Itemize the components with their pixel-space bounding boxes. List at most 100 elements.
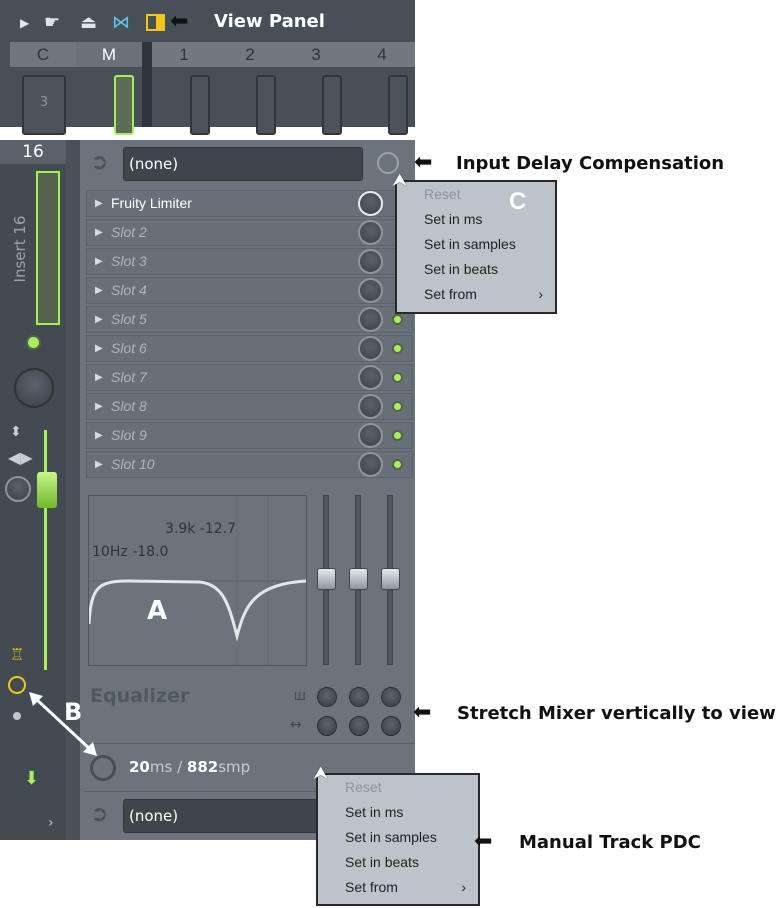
eq-graph[interactable]: 3.9k -12.7 10Hz -18.0 A [88,495,307,666]
fx-slot-label: Slot 9 [111,427,147,443]
expand-triangle-icon[interactable]: ▶ [95,343,103,354]
expand-triangle-icon[interactable]: ▶ [95,227,103,238]
expand-triangle-icon[interactable]: ▶ [95,372,103,383]
arrow-left-icon: ⬅ [170,9,189,34]
menu-item-reset[interactable]: Reset [345,779,382,795]
mix-level-knob[interactable] [358,278,383,303]
expand-triangle-icon[interactable]: ▶ [95,198,103,209]
mix-level-knob[interactable] [358,365,383,390]
dot-icon[interactable] [13,712,21,720]
route-arrow-icon[interactable]: ⬇ [24,768,40,789]
eq-knob[interactable] [317,687,337,707]
peak-meter [36,171,60,325]
eq-knob[interactable] [381,687,401,707]
slot-enable-led[interactable] [392,343,403,354]
frequency-icon: ↔ [290,717,302,733]
bowtie-icon[interactable]: ⋈ [112,12,130,33]
meter-3 [322,75,342,135]
expand-triangle-icon[interactable]: ▶ [95,256,103,267]
menu-item-set-in-beats[interactable]: Set in beats [345,854,419,870]
eq-knob[interactable] [317,716,337,736]
insert-name[interactable]: Insert 16 [11,215,29,283]
chevron-right-icon: › [461,879,466,895]
menu-item-set-from[interactable]: Set from› [318,875,478,900]
input-select[interactable]: (none) [123,147,363,181]
annotation-manual-pdc: Manual Track PDC [519,832,701,853]
chevron-right-icon[interactable]: › [48,815,54,831]
eq-knob[interactable] [349,716,369,736]
mix-level-knob[interactable] [358,191,383,216]
clock-icon[interactable] [8,676,26,694]
eq-band-label-2: 10Hz -18.0 [92,544,169,560]
expand-triangle-icon[interactable]: ▶ [95,285,103,296]
annotation-stretch: Stretch Mixer vertically to view [457,703,776,724]
volume-fader[interactable] [37,472,57,508]
mix-level-knob[interactable] [358,394,383,419]
menu-item-set-in-beats[interactable]: Set in beats [424,261,498,277]
annotation-view-panel: View Panel [214,11,325,32]
stamp-icon[interactable]: ⏏ [80,12,98,33]
expand-triangle-icon[interactable]: ▶ [95,314,103,325]
header-c[interactable]: C [10,42,76,67]
hand-icon[interactable]: ☛ [44,12,61,33]
input-delay-menu: Reset Set in ms Set in samples Set in be… [395,180,557,314]
fx-slot-label: Fruity Limiter [111,195,192,211]
expand-triangle-icon[interactable]: ▶ [95,430,103,441]
slot-enable-led[interactable] [392,401,403,412]
header-3[interactable]: 3 [311,45,321,64]
expand-triangle-icon[interactable]: ▶ [95,401,103,412]
chevron-right-icon: › [538,286,543,302]
menu-item-set-in-samples[interactable]: Set in samples [424,236,516,252]
pan-knob[interactable] [14,368,54,408]
track-pdc-clock-icon[interactable] [90,755,116,781]
view-panel-icon[interactable] [146,14,165,31]
eq-knob[interactable] [381,716,401,736]
slot-enable-led[interactable] [392,459,403,470]
menu-item-set-from[interactable]: Set from› [397,282,555,307]
expand-triangle-icon[interactable]: ▶ [95,459,103,470]
mouse-cursor-icon: ⮝ [313,763,329,784]
eq-knob[interactable] [349,687,369,707]
volume-track [44,430,47,670]
mouse-cursor-icon: ⮝ [392,170,408,191]
menu-item-set-in-samples[interactable]: Set in samples [345,829,437,845]
mix-level-knob[interactable] [358,336,383,361]
mix-level-knob[interactable] [358,249,383,274]
mix-level-knob[interactable] [358,452,383,477]
stereo-separation-icon[interactable]: ⬍ [10,424,22,440]
track-pdc-value[interactable]: 20ms / 882smp [129,758,251,776]
slot-enable-led[interactable] [392,372,403,383]
marker-b: B [64,698,83,726]
header-4[interactable]: 4 [377,45,387,64]
eq-fader-cap[interactable] [349,568,368,590]
play-triangle-icon[interactable]: ▶ [20,16,30,30]
marker-c: C [509,188,527,215]
menu-item-reset[interactable]: Reset [424,186,461,202]
fx-slot-label: Slot 7 [111,369,147,385]
slot-enable-led[interactable] [392,430,403,441]
header-2[interactable]: 2 [245,45,255,64]
menu-item-set-in-ms[interactable]: Set in ms [424,211,483,227]
menu-item-set-in-ms[interactable]: Set in ms [345,804,404,820]
lamp-icon[interactable]: ♖ [10,645,25,664]
header-1[interactable]: 1 [179,45,189,64]
mix-level-knob[interactable] [358,423,383,448]
fx-slot-label: Slot 5 [111,311,147,327]
swap-icon[interactable]: ◀▶ [8,448,33,467]
fx-slot-label: Slot 10 [111,456,155,472]
insert-number: 16 [0,140,66,164]
header-m[interactable]: M [76,42,142,67]
arrow-left-icon: ⬅ [414,150,433,175]
mix-level-knob[interactable] [358,220,383,245]
stereo-knob[interactable] [5,476,31,502]
eq-fader-cap[interactable] [317,568,336,590]
input-delay-clock-icon[interactable] [377,152,399,174]
mix-level-knob[interactable] [358,307,383,332]
meter-2 [256,75,276,135]
eq-title: Equalizer [90,685,190,707]
slot-enable-led[interactable] [392,314,403,325]
mute-led[interactable] [26,335,41,350]
fx-slot[interactable]: ▶ Slot 10 [86,451,413,478]
meter-4 [388,75,408,135]
eq-fader-cap[interactable] [381,568,400,590]
